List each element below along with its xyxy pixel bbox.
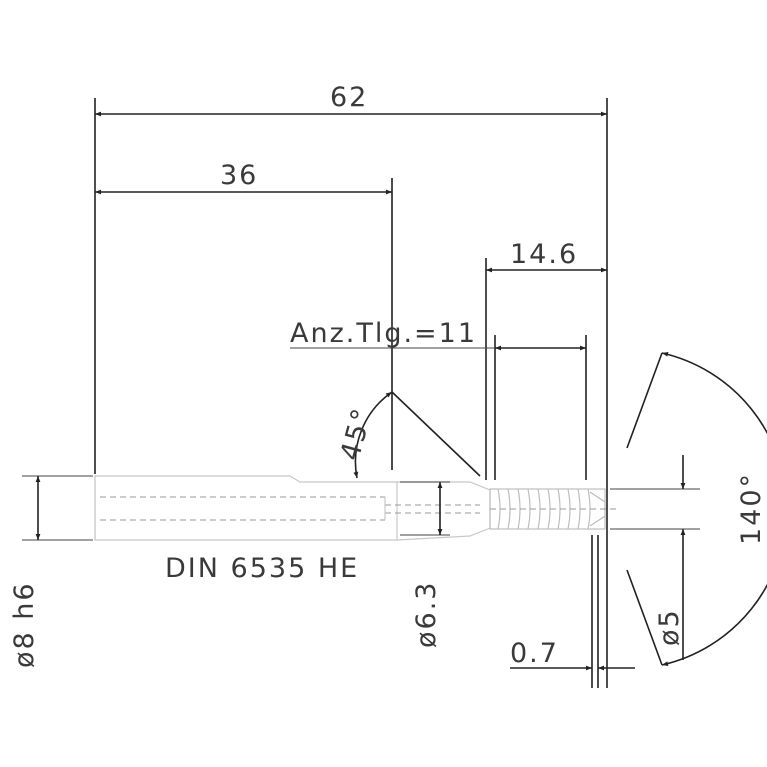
tool-body xyxy=(94,475,491,541)
label-teeth-count: Anz.Tlg.=11 xyxy=(290,318,477,349)
label-36: 36 xyxy=(220,160,258,191)
label-140-deg: 140° xyxy=(736,472,767,545)
extension-lines xyxy=(22,98,700,688)
label-shank-diameter: ø8 h6 xyxy=(9,581,40,668)
label-45-deg: 45° xyxy=(335,404,379,464)
point-angle-line-upper xyxy=(626,352,663,449)
label-62: 62 xyxy=(330,82,368,113)
label-14-6: 14.6 xyxy=(510,239,578,270)
point-angle-line-lower xyxy=(626,569,663,666)
label-thread-diameter: ø5 xyxy=(654,608,685,646)
chamfer-line xyxy=(391,391,481,477)
angle-arc-45 xyxy=(353,391,393,479)
label-standard: DIN 6535 HE xyxy=(165,553,359,584)
cutting-section xyxy=(489,488,620,530)
label-neck-diameter: ø6.3 xyxy=(411,581,442,648)
label-0-7: 0.7 xyxy=(510,638,559,669)
angle-arc-140 xyxy=(661,352,767,666)
